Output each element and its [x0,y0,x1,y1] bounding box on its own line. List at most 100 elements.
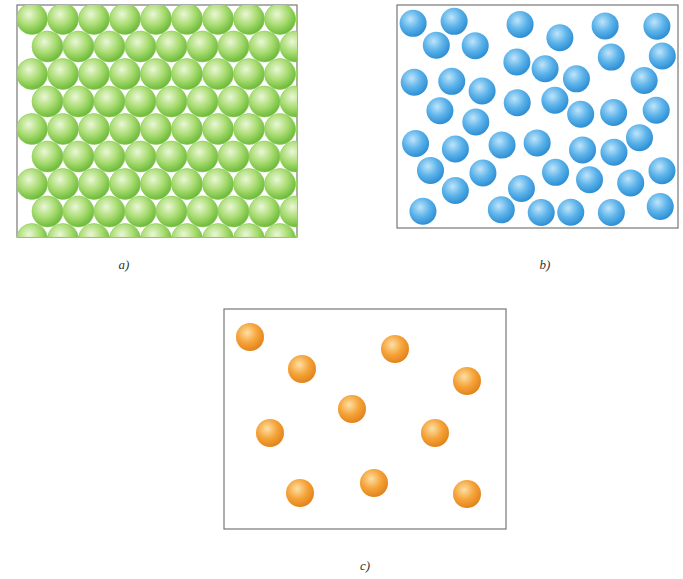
liquid-particle [507,11,534,38]
solid-particle [63,86,94,117]
solid-particle [187,86,218,117]
solid-particle [296,5,298,35]
liquid-particle [600,139,627,166]
solid-particle [110,5,141,35]
solid-particle [187,141,218,172]
liquid-panel [397,5,678,228]
liquid-particle [592,12,619,39]
gas-particle [421,419,449,447]
liquid-particle [503,49,530,76]
solid-particle [48,169,79,200]
solid-particle [110,114,141,145]
solid-particle [249,86,280,117]
solid-particle [187,31,218,62]
solid-particle [249,31,280,62]
panel-label: b) [540,257,551,273]
solid-particle [17,224,48,238]
solid-particle [32,86,63,117]
solid-particle [48,5,79,35]
liquid-particle [400,10,427,37]
solid-particle [203,59,234,90]
liquid-particle [648,157,675,184]
liquid-particle [417,157,444,184]
solid-particle [63,31,94,62]
gas-particle [288,355,316,383]
liquid-particle [567,101,594,128]
solid-particle [79,5,110,35]
solid-particle [203,5,234,35]
solid-particle [203,169,234,200]
liquid-particle [488,196,515,223]
liquid-particle [626,124,653,151]
gas-particle [360,469,388,497]
solid-particle [94,31,125,62]
liquid-particle [528,199,555,226]
liquid-particle [423,32,450,59]
solid-particle [125,31,156,62]
solid-particle [296,114,298,145]
liquid-particle [508,175,535,202]
solid-particle [110,224,141,238]
liquid-particle [600,99,627,126]
solid-particle [234,5,265,35]
solid-particle [141,5,172,35]
solid-particle [48,114,79,145]
solid-particle [17,169,48,200]
solid-particle [156,31,187,62]
gas-particle [236,323,264,351]
panel-label: c) [360,558,370,574]
solid-particle [187,196,218,227]
liquid-particle [426,97,453,124]
liquid-particle [598,199,625,226]
solid-particle [218,141,249,172]
solid-particle [172,169,203,200]
panel-label: a) [119,257,130,273]
solid-particle [79,59,110,90]
solid-panel [17,4,343,255]
solid-particle [141,59,172,90]
solid-particle [141,224,172,238]
solid-particle [296,169,298,200]
solid-particle [265,59,296,90]
solid-particle [32,141,63,172]
solid-particle [94,86,125,117]
solid-particle [218,86,249,117]
liquid-particle [631,67,658,94]
solid-particle [79,224,110,238]
liquid-particle [462,32,489,59]
solid-particle [280,31,297,62]
liquid-particle [524,129,551,156]
solid-particle [141,114,172,145]
liquid-particle [401,69,428,96]
solid-particle [296,224,298,238]
solid-particle [125,141,156,172]
liquid-particle [643,13,670,40]
liquid-particle [402,130,429,157]
liquid-particle [442,177,469,204]
solid-particle [234,114,265,145]
solid-particle [172,114,203,145]
solid-particle [79,114,110,145]
liquid-particle [441,8,468,35]
solid-particle [203,114,234,145]
liquid-particle [541,87,568,114]
solid-particle [280,196,297,227]
liquid-particle [576,166,603,193]
solid-particle [265,5,296,35]
solid-particle [125,86,156,117]
solid-particle [141,169,172,200]
solid-particle [17,59,48,90]
solid-particle [172,224,203,238]
solid-particle [234,59,265,90]
solid-particle [218,31,249,62]
liquid-particle [438,68,465,95]
solid-particle [32,31,63,62]
solid-particle [249,196,280,227]
liquid-particle [649,43,676,70]
liquid-particle [504,89,531,116]
liquid-particle [409,198,436,225]
solid-particle [172,5,203,35]
solid-particle [48,224,79,238]
liquid-particle [569,136,596,163]
